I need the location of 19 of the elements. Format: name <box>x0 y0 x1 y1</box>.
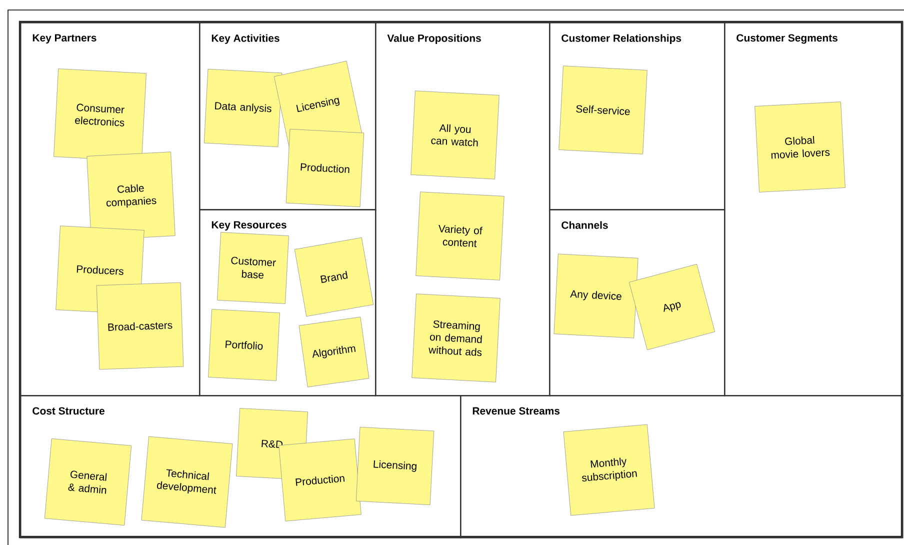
sticky-note: Customer base <box>217 232 289 304</box>
sticky-note: Production <box>286 128 364 208</box>
sticky-note: General & admin <box>44 438 132 526</box>
sticky-note: Licensing <box>356 426 434 506</box>
sticky-note: App <box>628 264 716 350</box>
sticky-note: Algorithm <box>298 316 370 388</box>
sticky-note: Any device <box>554 254 638 338</box>
sticky-note: Brand <box>294 237 374 317</box>
sticky-note: Variety of content <box>416 192 504 280</box>
sticky-note: Broad-casters <box>96 282 184 370</box>
sticky-note: Consumer electronics <box>54 68 146 162</box>
sticky-note: Portfolio <box>208 309 280 381</box>
sticky-note: Data anlysis <box>204 68 282 148</box>
sticky-note: Technical development <box>141 436 233 528</box>
sticky-note: Self-service <box>558 66 648 154</box>
sticky-note: Streaming on demand without ads <box>412 294 500 382</box>
sticky-note: All you can watch <box>410 90 500 180</box>
sticky-note: Monthly subscription <box>563 424 655 516</box>
sticky-note: Global movie lovers <box>754 102 846 192</box>
